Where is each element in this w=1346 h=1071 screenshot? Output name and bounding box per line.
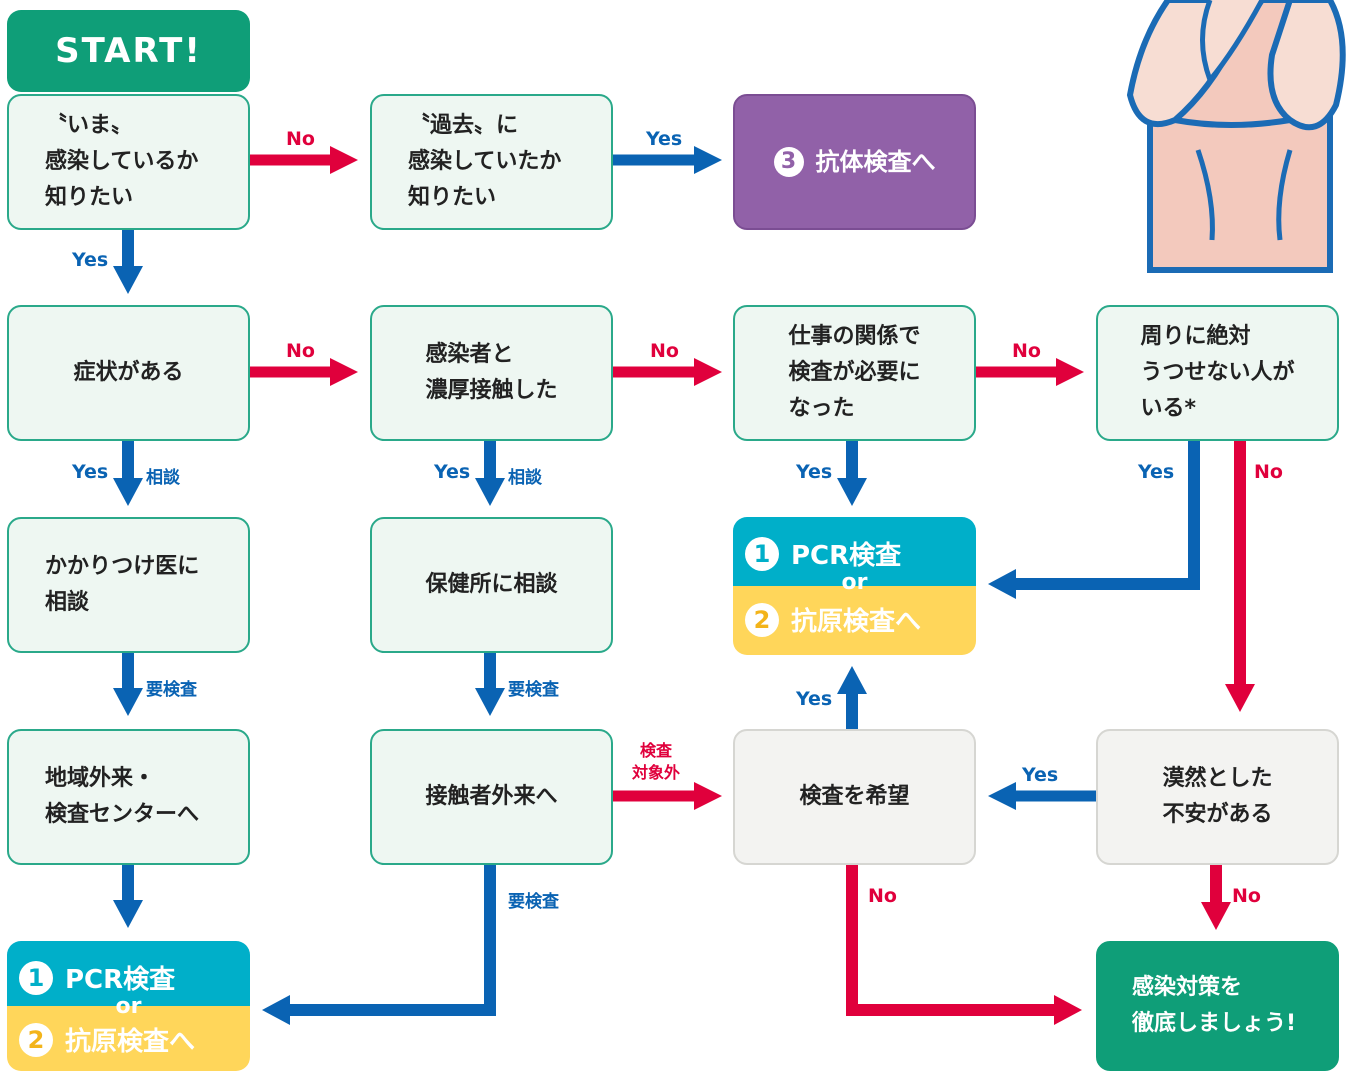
label-no: No [1012, 340, 1041, 362]
node-vulnerable-text: 周りに絶対 うつせない人が いる* [1140, 324, 1295, 421]
antigen-number-badge: 2 [745, 602, 779, 637]
node-test-upper: 1 PCR検査 or 2 抗原検査へ [733, 517, 976, 655]
label-yes: Yes [796, 688, 833, 710]
arrow-work-to-test [837, 436, 867, 506]
or-text: or [115, 994, 142, 1019]
arrow-health-to-contact-outpatient [475, 648, 505, 716]
arrow-symptoms-to-contact [244, 358, 358, 386]
node-past-text: 〝過去〟に 感染していたか 知りたい [408, 113, 562, 210]
node-now-text: 〝いま〟 感染しているか 知りたい [45, 113, 199, 210]
node-now: 〝いま〟 感染しているか 知りたい [7, 94, 250, 230]
arrow-outpatient-to-want-test [610, 782, 722, 810]
label-yes: Yes [1138, 461, 1175, 483]
node-test-lower: 1 PCR検査 or 2 抗原検査へ [7, 941, 250, 1071]
label-yes: Yes [646, 128, 683, 150]
node-want-test: 検査を希望 [733, 729, 976, 865]
arrow-outpatient-to-test-bottom [262, 860, 496, 1025]
node-contact-text: 感染者と 濃厚接触した [425, 342, 558, 403]
arrow-contact-to-health-center [475, 436, 505, 506]
label-no: No [286, 340, 315, 362]
worried-person-illustration [1126, 0, 1346, 273]
arrow-now-to-symptoms [113, 226, 143, 294]
pcr-row: 1 PCR検査 [745, 535, 901, 572]
node-local-outpatient-text: 地域外来・ 検査センターへ [45, 766, 200, 827]
node-anxiety: 漠然とした 不安がある [1096, 729, 1339, 865]
antibody-number-badge: 3 [773, 147, 804, 177]
arrow-want-test-to-prevention [846, 860, 1082, 1025]
arrow-vulnerable-no-to-anxiety [1225, 436, 1255, 712]
label-no: No [286, 128, 315, 150]
node-clinic-text: かかりつけ医に 相談 [45, 554, 200, 615]
label-yes: Yes [72, 461, 109, 483]
node-contact-outpatient-text: 接触者外来へ [425, 784, 558, 809]
label-no: No [1254, 461, 1283, 483]
pcr-number-badge: 1 [19, 960, 53, 995]
label-no: No [1232, 885, 1261, 907]
label-yes: Yes [796, 461, 833, 483]
arrow-symptoms-to-clinic [113, 436, 143, 506]
node-past: 〝過去〟に 感染していたか 知りたい [370, 94, 613, 230]
label-no: No [650, 340, 679, 362]
arrow-anxiety-to-want-test [988, 782, 1100, 810]
pcr-number-badge: 1 [745, 536, 779, 571]
arrow-work-to-vulnerable [970, 358, 1084, 386]
arrow-vulnerable-yes-to-test [988, 436, 1200, 599]
label-not-eligible: 検査 対象外 [632, 741, 681, 782]
label-yes: Yes [1022, 764, 1059, 786]
start-label: START! [7, 10, 250, 92]
node-symptoms-text: 症状がある [73, 360, 184, 385]
label-consult: 相談 [146, 468, 180, 488]
pcr-text: PCR検査 [65, 965, 176, 995]
node-local-outpatient: 地域外来・ 検査センターへ [7, 729, 250, 865]
node-prevention-text: 感染対策を 徹底しましょう! [1132, 975, 1297, 1036]
label-need-test: 要検査 [508, 680, 559, 700]
arrow-anxiety-to-prevention [1201, 860, 1231, 930]
node-vulnerable: 周りに絶対 うつせない人が いる* [1096, 305, 1339, 441]
node-antibody: 3 抗体検査へ [733, 94, 976, 230]
antigen-row: 2 抗原検査へ [745, 601, 921, 638]
node-clinic: かかりつけ医に 相談 [7, 517, 250, 653]
arrow-clinic-to-local [113, 648, 143, 716]
or-text: or [841, 570, 868, 595]
label-need-test: 要検査 [146, 680, 197, 700]
arrow-contact-to-work [607, 358, 722, 386]
node-anxiety-text: 漠然とした 不安がある [1162, 766, 1273, 827]
node-work: 仕事の関係で 検査が必要に なった [733, 305, 976, 441]
node-contact-outpatient: 接触者外来へ [370, 729, 613, 865]
antigen-number-badge: 2 [19, 1022, 53, 1057]
label-consult: 相談 [508, 468, 542, 488]
node-antibody-text: 抗体検査へ [815, 148, 936, 176]
arrow-now-to-past [250, 146, 358, 174]
arrow-local-to-test [113, 860, 143, 928]
pcr-row: 1 PCR検査 [19, 959, 175, 996]
pcr-text: PCR検査 [791, 541, 902, 571]
node-health-center: 保健所に相談 [370, 517, 613, 653]
label-yes: Yes [72, 249, 109, 271]
label-need-test: 要検査 [508, 892, 559, 912]
antigen-text: 抗原検査へ [65, 1027, 196, 1057]
label-yes: Yes [434, 461, 471, 483]
label-no: No [868, 885, 897, 907]
node-prevention: 感染対策を 徹底しましょう! [1096, 941, 1339, 1071]
node-want-test-text: 検査を希望 [799, 784, 910, 809]
arrow-past-to-antibody [612, 146, 722, 174]
arrow-want-test-to-test [837, 666, 867, 732]
node-contact: 感染者と 濃厚接触した [370, 305, 613, 441]
node-health-center-text: 保健所に相談 [425, 572, 558, 597]
node-symptoms: 症状がある [7, 305, 250, 441]
antigen-row: 2 抗原検査へ [19, 1021, 195, 1058]
antigen-text: 抗原検査へ [791, 607, 922, 637]
node-work-text: 仕事の関係で 検査が必要に なった [788, 324, 921, 421]
